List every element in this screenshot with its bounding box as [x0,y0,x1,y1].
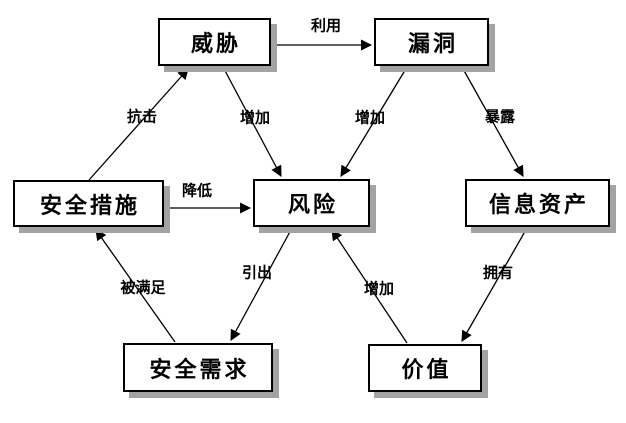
edge-resist-line [88,68,189,181]
node-security-measures-label: 安全措施 [39,193,140,219]
node-vulnerability-label: 漏洞 [407,32,458,57]
edge-expose-line [461,66,524,177]
node-information-assets-label: 信息资产 [488,193,589,218]
edge-label-lead-to: 引出 [241,263,273,282]
edge-own-line [461,227,528,342]
edge-label-increase-vulnerability: 增加 [354,108,386,127]
node-security-requirements-label: 安全需求 [149,357,250,383]
edge-label-reduce: 降低 [181,181,213,200]
node-threat-label: 威胁 [190,32,241,57]
edge-label-increase-value: 增加 [363,279,395,298]
edge-label-exploit: 利用 [310,16,342,35]
node-information-assets: 信息资产 [465,179,610,227]
edge-label-satisfied: 被满足 [120,278,166,297]
edge-label-resist: 抗击 [126,107,158,126]
edge-label-expose: 暴露 [484,107,516,126]
node-value-label: 价值 [401,358,452,383]
node-value: 价值 [368,344,482,392]
edge-satisfied-line [95,229,176,343]
node-security-requirements: 安全需求 [123,343,273,392]
node-vulnerability: 漏洞 [374,18,489,66]
edge-label-own: 拥有 [482,263,514,282]
edge-increase-vuln-line [340,66,408,177]
node-threat: 威胁 [158,18,271,66]
edge-lead-to-line [230,227,293,341]
node-security-measures: 安全措施 [13,180,164,227]
edge-label-increase-threat: 增加 [239,108,271,127]
node-risk-label: 风险 [287,193,338,218]
node-risk: 风险 [253,179,370,227]
edge-increase-threat-line [222,66,282,177]
edge-increase-value-line [331,229,408,344]
